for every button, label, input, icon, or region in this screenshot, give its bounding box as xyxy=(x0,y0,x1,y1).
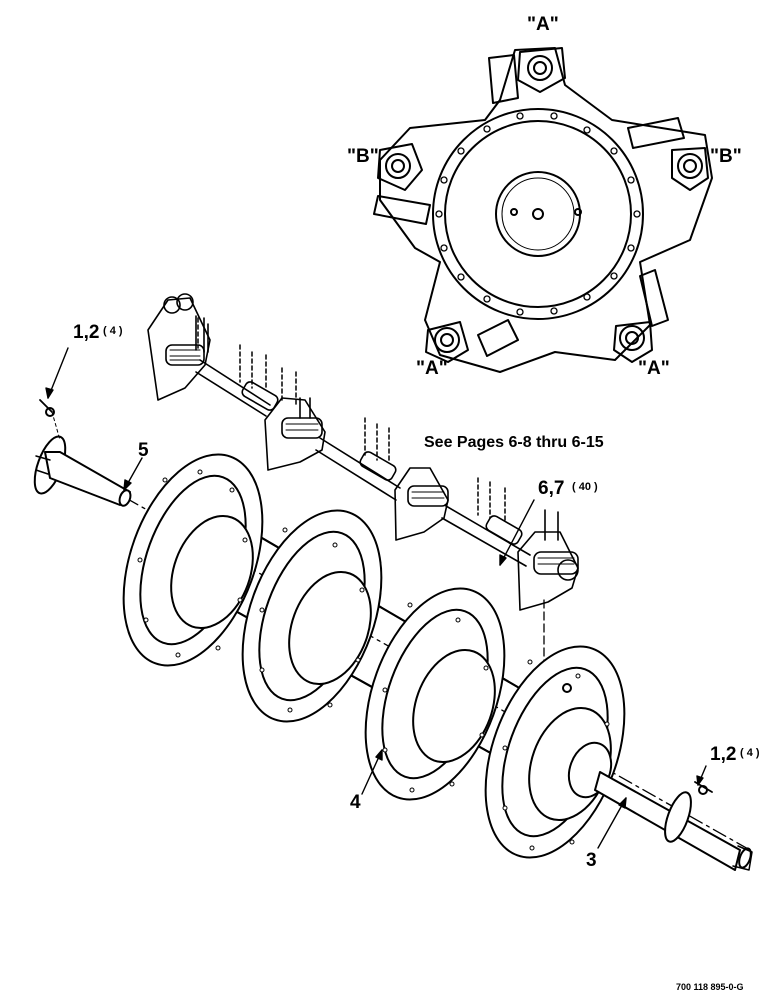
flange-3 xyxy=(364,587,506,801)
drum-assembly xyxy=(33,399,753,871)
callout-item-4: 4 xyxy=(350,792,361,813)
right-stub-shaft xyxy=(594,771,753,871)
rotor-hub-inner xyxy=(501,177,575,251)
rotor-spider-outline xyxy=(379,47,713,373)
callout-item-1-2-left: 1,2 xyxy=(73,322,100,343)
flange-2 xyxy=(241,509,383,723)
knife-bracket-assemblies xyxy=(147,293,579,611)
callout-item-1-2-right-qty: ( 4 ) xyxy=(740,747,760,759)
callout-rotor-bottom-left: "A" xyxy=(416,358,448,379)
callout-item-1-2-right: 1,2 xyxy=(710,744,737,765)
rotor-blade-pads xyxy=(373,54,685,357)
callout-item-1-2-left-qty: ( 4 ) xyxy=(103,325,123,337)
rotor-hub xyxy=(495,171,581,257)
callout-item-6-7-qty: ( 40 ) xyxy=(572,481,598,493)
spacer-tube-segments xyxy=(195,359,531,567)
callout-rotor-left: "B" xyxy=(347,146,379,167)
left-stub-shaft xyxy=(33,399,132,507)
rotor-disk-outer xyxy=(432,108,644,320)
callout-item-3: 3 xyxy=(586,850,597,871)
rotor-disk-ring xyxy=(444,120,632,308)
leader-lines xyxy=(45,347,707,849)
drawing-number: 700 118 895-0-G xyxy=(676,982,744,992)
flange-4 xyxy=(484,645,626,859)
rotor-end-view xyxy=(373,47,713,373)
callout-rotor-right: "B" xyxy=(710,146,742,167)
callout-rotor-top: "A" xyxy=(527,14,559,35)
tine-dashed-lines xyxy=(197,317,506,521)
rotor-bearing-housings xyxy=(377,47,709,363)
flange-1 xyxy=(122,453,264,667)
callout-item-5: 5 xyxy=(138,440,149,461)
rotor-bolt-ring xyxy=(435,112,641,316)
callout-item-6-7: 6,7 xyxy=(538,478,565,499)
rotor-center xyxy=(532,208,544,220)
callout-rotor-bottom-right: "A" xyxy=(638,358,670,379)
see-pages-note: See Pages 6-8 thru 6-15 xyxy=(424,434,604,451)
